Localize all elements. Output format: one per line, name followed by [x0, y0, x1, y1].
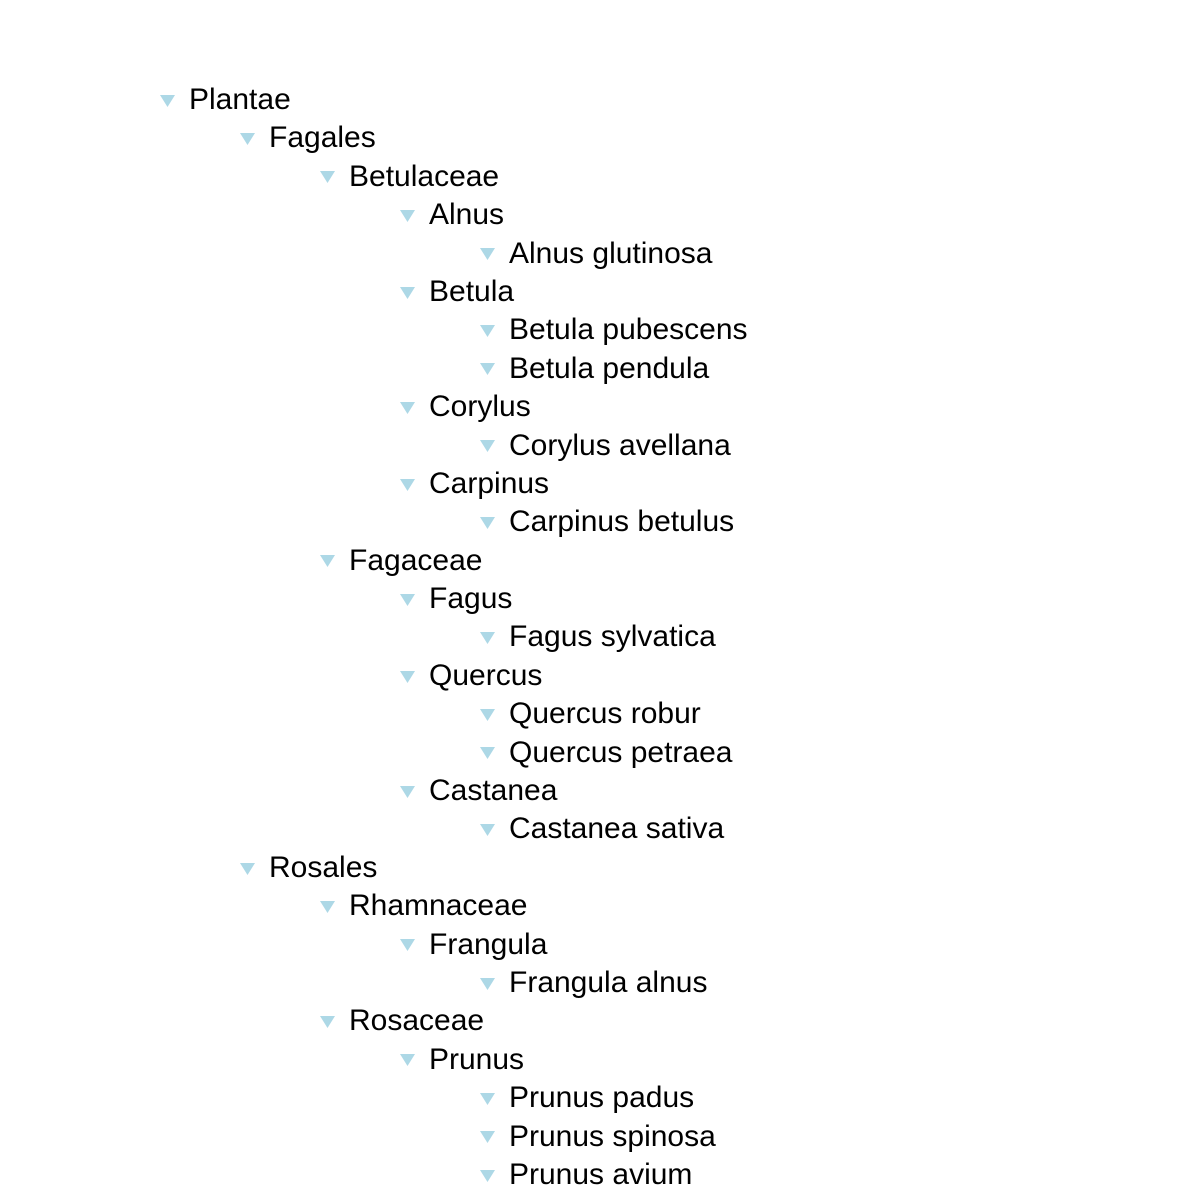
tree-node-betula: Betula [160, 273, 748, 311]
tree-node-corylus-avellana: Corylus avellana [160, 427, 748, 465]
triangle-down-icon[interactable] [320, 158, 349, 196]
triangle-down-icon[interactable] [400, 772, 429, 810]
tree-node-label: Plantae [189, 83, 291, 116]
triangle-down-icon[interactable] [480, 1079, 509, 1117]
triangle-down-icon[interactable] [480, 1156, 509, 1194]
tree-node-corylus: Corylus [160, 388, 748, 426]
triangle-down-icon[interactable] [400, 926, 429, 964]
tree-node-frangula-alnus: Frangula alnus [160, 964, 748, 1002]
triangle-down-icon[interactable] [400, 196, 429, 234]
tree-node-label: Castanea [429, 774, 558, 808]
triangle-down-icon[interactable] [480, 695, 509, 733]
triangle-down-icon[interactable] [480, 503, 509, 541]
taxonomy-tree: Plantae Fagales Betulaceae Alnus Alnus g [160, 81, 748, 1194]
tree-node-fagus: Fagus [160, 580, 748, 618]
tree-node-rosales: Rosales [160, 849, 748, 887]
triangle-down-icon[interactable] [400, 273, 429, 311]
triangle-down-icon[interactable] [480, 427, 509, 465]
triangle-down-icon[interactable] [240, 119, 269, 157]
tree-node-quercus-robur: Quercus robur [160, 695, 748, 733]
triangle-down-icon[interactable] [480, 810, 509, 848]
triangle-down-icon[interactable] [160, 81, 189, 119]
tree-node-label: Prunus spinosa [509, 1119, 716, 1153]
triangle-down-icon[interactable] [480, 964, 509, 1002]
tree-node-prunus-spinosa: Prunus spinosa [160, 1118, 748, 1156]
triangle-down-icon[interactable] [320, 1002, 349, 1040]
tree-node-label: Corylus [429, 390, 531, 424]
tree-node-label: Prunus [429, 1042, 525, 1076]
tree-node-carpinus: Carpinus [160, 465, 748, 503]
tree-node-prunus-avium: Prunus avium [160, 1156, 748, 1194]
tree-node-label: Betulaceae [349, 159, 500, 193]
tree-node-label: Carpinus [429, 466, 550, 500]
tree-node-label: Quercus robur [509, 697, 701, 731]
tree-node-alnus-glutinosa: Alnus glutinosa [160, 235, 748, 273]
tree-node-label: Castanea sativa [509, 812, 725, 846]
tree-node-label: Fagales [269, 121, 376, 155]
tree-node-label: Betula pendula [509, 351, 710, 385]
triangle-down-icon[interactable] [480, 734, 509, 772]
tree-node-label: Corylus avellana [509, 428, 731, 462]
tree-node-castanea: Castanea [160, 772, 748, 810]
tree-node-quercus: Quercus [160, 657, 748, 695]
triangle-down-icon[interactable] [480, 235, 509, 273]
triangle-down-icon[interactable] [240, 849, 269, 887]
triangle-down-icon[interactable] [400, 465, 429, 503]
tree-node-alnus: Alnus [160, 196, 748, 234]
triangle-down-icon[interactable] [320, 887, 349, 925]
tree-node-label: Quercus [429, 658, 543, 692]
tree-node-label: Quercus petraea [509, 735, 733, 769]
tree-node-betula-pendula: Betula pendula [160, 350, 748, 388]
triangle-down-icon[interactable] [480, 1118, 509, 1156]
tree-node-label: Rosaceae [349, 1004, 485, 1038]
tree-node-betulaceae: Betulaceae [160, 158, 748, 196]
tree-node-label: Frangula [429, 927, 548, 961]
tree-node-label: Rosales [269, 850, 378, 884]
tree-node-rhamnaceae: Rhamnaceae [160, 887, 748, 925]
triangle-down-icon[interactable] [480, 618, 509, 656]
tree-node-label: Betula [429, 274, 515, 308]
tree-node-label: Alnus [429, 198, 505, 232]
tree-node-label: Rhamnaceae [349, 889, 528, 923]
triangle-down-icon[interactable] [400, 1041, 429, 1079]
tree-node-label: Fagaceae [349, 543, 483, 577]
triangle-down-icon[interactable] [400, 580, 429, 618]
tree-node-quercus-petraea: Quercus petraea [160, 734, 748, 772]
tree-node-label: Prunus avium [509, 1157, 693, 1191]
triangle-down-icon[interactable] [480, 311, 509, 349]
triangle-down-icon[interactable] [480, 350, 509, 388]
tree-node-frangula: Frangula [160, 926, 748, 964]
tree-node-label: Prunus padus [509, 1081, 695, 1115]
tree-node-prunus: Prunus [160, 1041, 748, 1079]
tree-node-label: Frangula alnus [509, 965, 708, 999]
tree-node-label: Carpinus betulus [509, 505, 735, 539]
triangle-down-icon[interactable] [400, 388, 429, 426]
tree-node-castanea-sativa: Castanea sativa [160, 810, 748, 848]
tree-node-label: Fagus [429, 582, 513, 616]
tree-node-fagales: Fagales [160, 119, 748, 157]
tree-node-label: Fagus sylvatica [509, 620, 716, 654]
tree-node-plantae: Plantae [160, 81, 748, 119]
triangle-down-icon[interactable] [320, 542, 349, 580]
tree-node-prunus-padus: Prunus padus [160, 1079, 748, 1117]
tree-node-label: Alnus glutinosa [509, 236, 713, 270]
tree-node-fagus-sylvatica: Fagus sylvatica [160, 618, 748, 656]
tree-node-rosaceae: Rosaceae [160, 1002, 748, 1040]
tree-node-fagaceae: Fagaceae [160, 542, 748, 580]
tree-node-betula-pubescens: Betula pubescens [160, 311, 748, 349]
triangle-down-icon[interactable] [400, 657, 429, 695]
tree-node-carpinus-betulus: Carpinus betulus [160, 503, 748, 541]
tree-node-label: Betula pubescens [509, 313, 748, 347]
